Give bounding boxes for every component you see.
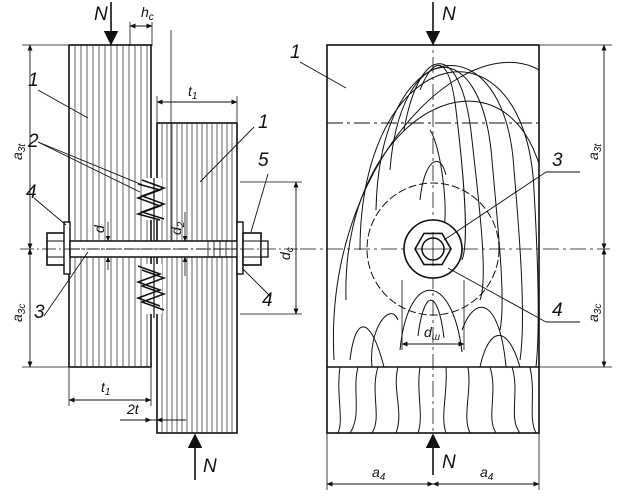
- dim-a3t-right: a3t: [585, 143, 604, 160]
- dim-a4-right: a4: [480, 464, 494, 483]
- label-plan-washer: 4: [552, 300, 563, 321]
- label-right-plank: 1: [258, 112, 269, 133]
- label-left-plank: 1: [28, 70, 39, 91]
- label-nut: 5: [258, 150, 269, 171]
- label-washer-left: 4: [26, 182, 37, 203]
- dim-t1-bottom: t1: [101, 379, 110, 398]
- dim-d2: d2: [168, 221, 187, 235]
- dim-hc: hc: [141, 4, 154, 23]
- dim-dsh: dш: [424, 324, 441, 343]
- label-bolt: 3: [34, 302, 45, 323]
- left-plank: [68, 44, 152, 368]
- dim-t1-top: t1: [188, 83, 197, 102]
- washer-left: [63, 221, 71, 275]
- plan-view: N N a3t a3c dш a4 a4 1 3 4: [290, 2, 612, 490]
- label-teeth: 2: [27, 131, 39, 152]
- dim-a3c-right: a3c: [585, 304, 604, 322]
- dim-a3t-left: a3t: [9, 143, 28, 160]
- dim-a3c-left: a3c: [9, 304, 28, 322]
- dim-dc: dc: [277, 247, 296, 260]
- dim-d: d: [91, 224, 107, 233]
- washer-right: [236, 221, 244, 275]
- right-plank-grain: [161, 123, 233, 433]
- connector-outline-dc: [366, 182, 500, 316]
- side-section-view: N N hc t1 t1 2t a3t a3c dc: [9, 2, 302, 480]
- left-plank-grain: [74, 45, 148, 367]
- label-plan-bolt: 3: [552, 150, 563, 171]
- label-plan-plank: 1: [290, 42, 301, 63]
- label-washer-right: 4: [262, 290, 273, 311]
- force-label-bottom: N: [203, 456, 217, 477]
- dim-2t: 2t: [126, 401, 140, 417]
- plan-force-label-bottom: N: [442, 452, 456, 473]
- dim-a4-left: a4: [372, 464, 386, 483]
- plan-grain-lines: [332, 61, 539, 433]
- plan-force-label-top: N: [442, 4, 456, 25]
- toothed-connector-teeth: [135, 178, 167, 318]
- force-label-top: N: [94, 4, 108, 25]
